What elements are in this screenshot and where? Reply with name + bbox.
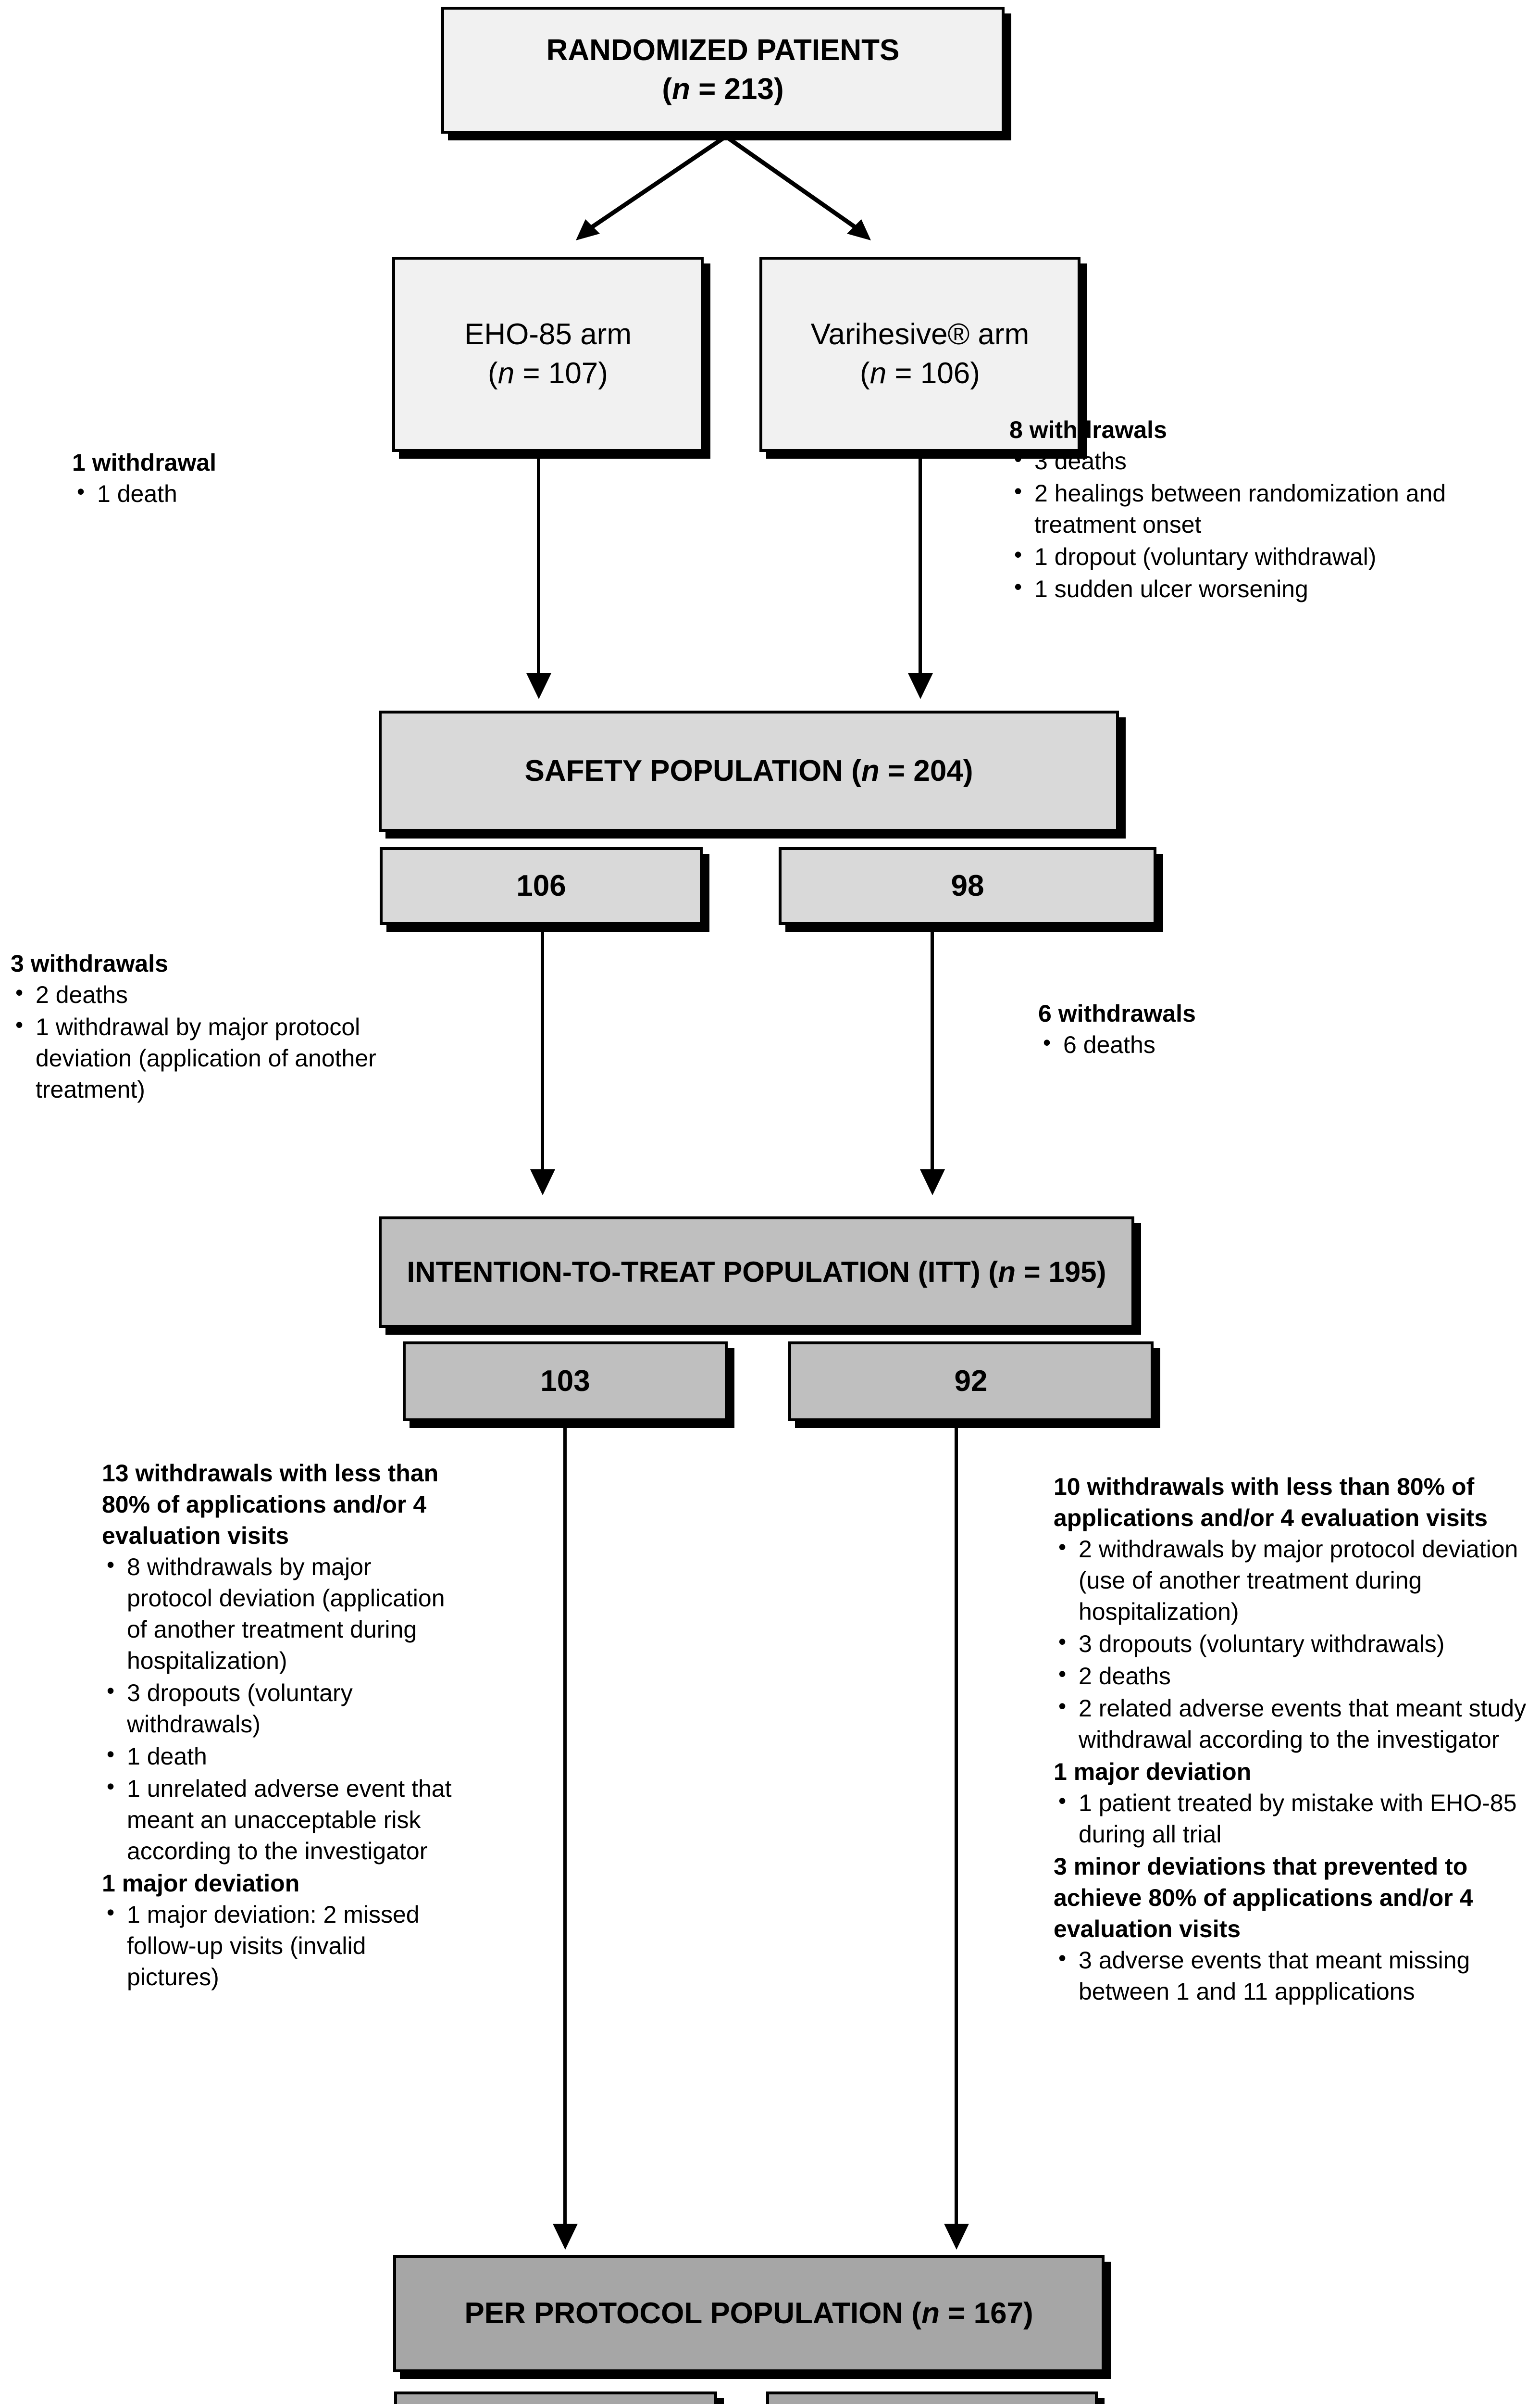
list-item: 1 unrelated adverse event that meant an … — [102, 1772, 458, 1867]
box-itt-population: INTENTION-TO-TREAT POPULATION (ITT) (n =… — [379, 1216, 1134, 1328]
list-item: 1 major deviation: 2 missed follow-up vi… — [102, 1898, 458, 1993]
list-item: 6 deaths — [1038, 1028, 1461, 1061]
box-safety-varihesive-count: 98 — [779, 847, 1156, 925]
itt-left-count: 103 — [540, 1364, 590, 1398]
list-item: 3 dropouts (voluntary withdrawals) — [102, 1677, 458, 1740]
connector-safety-right-to-itt — [931, 928, 934, 1174]
list-item: 1 dropout (voluntary withdrawal) — [1009, 540, 1519, 573]
note-right-stage3-list3: 3 adverse events that meant missing betw… — [1054, 1944, 1529, 2007]
list-item: 3 deaths — [1009, 445, 1519, 477]
note-right-stage2-heading: 6 withdrawals — [1038, 1000, 1196, 1027]
note-right-stage2-list: 6 deaths — [1038, 1028, 1461, 1061]
box-pp-varihesive-count: 78 — [766, 2391, 1098, 2404]
pp-label: PER PROTOCOL POPULATION (n = 167) — [464, 2296, 1033, 2330]
itt-right-count: 92 — [954, 1364, 988, 1398]
note-left-stage1-list: 1 death — [72, 477, 380, 510]
arrowhead-itt-left-to-pp — [553, 2224, 578, 2250]
connector-safety-left-to-itt — [541, 928, 544, 1174]
safety-left-count: 106 — [516, 869, 566, 902]
list-item: 2 deaths — [1054, 1660, 1529, 1692]
connector-eho-to-safety — [537, 452, 540, 678]
connector-itt-left-to-pp — [563, 1422, 567, 2228]
note-left-stage1-heading: 1 withdrawal — [72, 449, 217, 476]
connector-varihesive-to-safety — [919, 452, 922, 678]
safety-label: SAFETY POPULATION (n = 204) — [524, 754, 973, 788]
box-itt-eho-count: 103 — [403, 1341, 728, 1421]
list-item: 2 withdrawals by major protocol deviatio… — [1054, 1533, 1529, 1628]
note-left-stage3-heading2: 1 major deviation — [102, 1870, 300, 1897]
list-item: 1 withdrawal by major protocol deviation… — [11, 1011, 434, 1105]
note-left-stage3-list: 8 withdrawals by major protocol deviatio… — [102, 1551, 458, 1867]
list-item: 3 dropouts (voluntary withdrawals) — [1054, 1628, 1529, 1660]
list-item: 1 death — [72, 477, 380, 510]
box-eho-85-arm: EHO-85 arm (n = 107) — [392, 257, 704, 452]
eho-arm-title: EHO-85 arm — [464, 318, 632, 351]
note-right-stage2: 6 withdrawals 6 deaths — [1038, 998, 1461, 1062]
box-pp-eho-count: 89 — [394, 2391, 717, 2404]
arrowhead-varihesive-to-safety — [908, 673, 933, 699]
note-left-stage2: 3 withdrawals 2 deaths 1 withdrawal by m… — [11, 948, 434, 1106]
box-varihesive-arm: Varihesive® arm (n = 106) — [759, 257, 1080, 452]
box-safety-eho-count: 106 — [380, 847, 703, 925]
safety-right-count: 98 — [951, 869, 984, 902]
list-item: 1 sudden ulcer worsening — [1009, 573, 1519, 605]
note-left-stage3-list2: 1 major deviation: 2 missed follow-up vi… — [102, 1898, 458, 1993]
note-right-stage3-heading: 10 withdrawals with less than 80% of app… — [1054, 1473, 1488, 1531]
arrowhead-safety-left-to-itt — [530, 1169, 555, 1195]
note-right-stage3-heading3: 3 minor deviations that prevented to ach… — [1054, 1853, 1473, 1942]
note-left-stage1: 1 withdrawal 1 death — [72, 447, 380, 511]
arrowhead-itt-right-to-pp — [944, 2224, 969, 2250]
arrowhead-eho-to-safety — [526, 673, 551, 699]
note-right-stage1: 8 withdrawals 3 deaths 2 healings betwee… — [1009, 414, 1519, 606]
note-left-stage2-list: 2 deaths 1 withdrawal by major protocol … — [11, 978, 434, 1105]
randomized-count: (n = 213) — [662, 73, 784, 106]
arrowhead-safety-right-to-itt — [920, 1169, 945, 1195]
note-left-stage3-heading: 13 withdrawals with less than 80% of app… — [102, 1460, 439, 1549]
note-right-stage1-heading: 8 withdrawals — [1009, 416, 1167, 443]
itt-label: INTENTION-TO-TREAT POPULATION (ITT) (n =… — [407, 1256, 1106, 1288]
varihesive-arm-title: Varihesive® arm — [810, 318, 1030, 351]
box-per-protocol-population: PER PROTOCOL POPULATION (n = 167) — [393, 2255, 1105, 2372]
list-item: 2 deaths — [11, 978, 434, 1011]
list-item: 1 patient treated by mistake with EHO-85… — [1054, 1787, 1529, 1850]
list-item: 3 adverse events that meant missing betw… — [1054, 1944, 1529, 2007]
list-item: 8 withdrawals by major protocol deviatio… — [102, 1551, 458, 1677]
note-right-stage3-heading2: 1 major deviation — [1054, 1758, 1252, 1785]
list-item: 2 related adverse events that meant stud… — [1054, 1692, 1529, 1755]
box-safety-population: SAFETY POPULATION (n = 204) — [379, 711, 1119, 832]
box-randomized-patients: RANDOMIZED PATIENTS (n = 213) — [441, 7, 1005, 134]
connector-itt-right-to-pp — [955, 1422, 958, 2228]
note-right-stage1-list: 3 deaths 2 healings between randomizatio… — [1009, 445, 1519, 605]
varihesive-arm-count: (n = 106) — [860, 357, 980, 390]
note-right-stage3-list: 2 withdrawals by major protocol deviatio… — [1054, 1533, 1529, 1755]
list-item: 1 death — [102, 1740, 458, 1772]
randomized-title: RANDOMIZED PATIENTS — [546, 34, 900, 67]
note-right-stage3-list2: 1 patient treated by mistake with EHO-85… — [1054, 1787, 1529, 1850]
note-right-stage3: 10 withdrawals with less than 80% of app… — [1054, 1471, 1529, 2008]
list-item: 2 healings between randomization and tre… — [1009, 477, 1519, 540]
eho-arm-count: (n = 107) — [488, 357, 608, 390]
note-left-stage3: 13 withdrawals with less than 80% of app… — [102, 1458, 458, 1994]
box-itt-varihesive-count: 92 — [788, 1341, 1154, 1421]
note-left-stage2-heading: 3 withdrawals — [11, 950, 168, 977]
